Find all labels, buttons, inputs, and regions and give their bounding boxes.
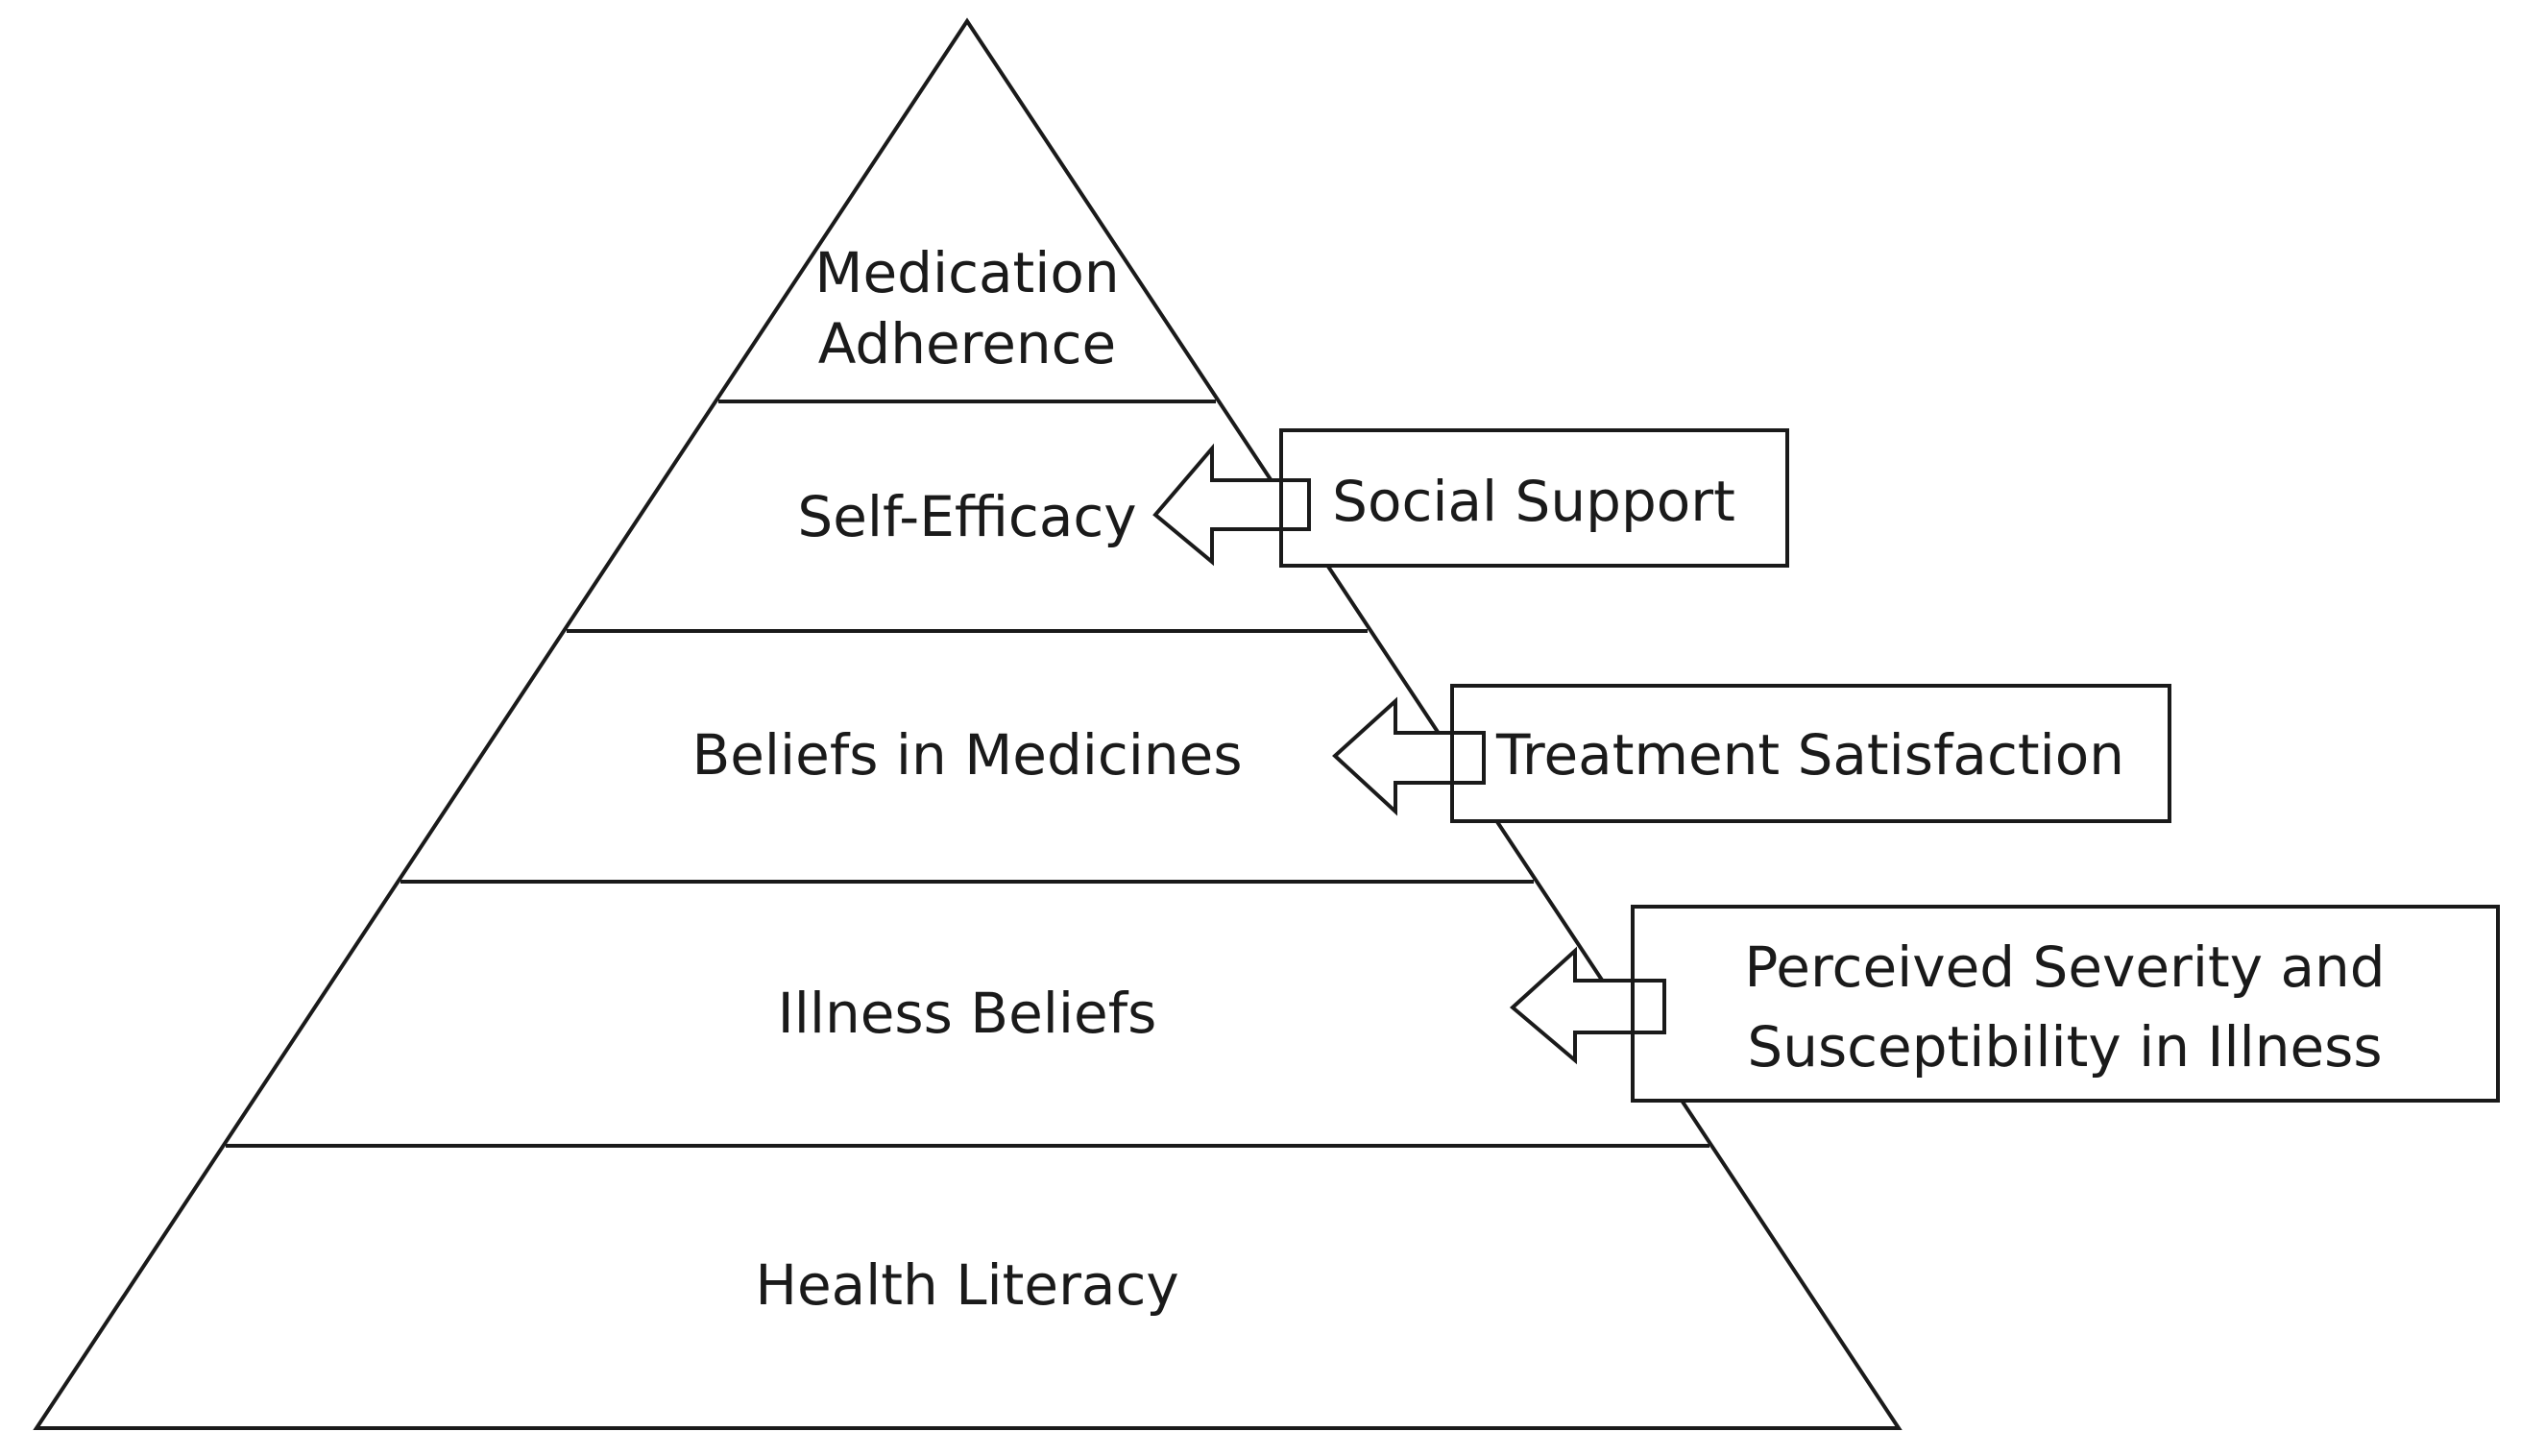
level-medication-adherence: Medication Adherence: [814, 240, 1119, 376]
influence-social-support: Social Support: [1152, 428, 1789, 568]
arrow-stem-edge: [1283, 478, 1311, 531]
influence-treatment-satisfaction: Treatment Satisfaction: [1332, 684, 2171, 823]
influence-label-line: Perceived Severity and: [1744, 934, 2385, 1000]
level-self-efficacy: Self-Efficacy: [797, 484, 1136, 549]
influence-label-line: Social Support: [1332, 469, 1735, 534]
level-label-line: Adherence: [818, 311, 1117, 376]
box-fill: [1635, 909, 2496, 1099]
level-illness-beliefs: Illness Beliefs: [778, 981, 1157, 1046]
box-fill: [1454, 688, 2168, 819]
arrow-stem-edge: [1635, 979, 1666, 1034]
influence-perceived-severity: Perceived Severity and Susceptibility in…: [1509, 905, 2500, 1103]
pyramid-outline: [33, 17, 1903, 1430]
influence-label-line: Susceptibility in Illness: [1747, 1014, 2382, 1080]
arrow-stem-edge: [1454, 731, 1486, 785]
level-label-line: Medication: [814, 240, 1119, 305]
level-beliefs-in-medicines: Beliefs in Medicines: [691, 722, 1242, 788]
influence-label-line: Treatment Satisfaction: [1495, 722, 2124, 788]
level-health-literacy: Health Literacy: [755, 1252, 1178, 1318]
box-fill: [1283, 432, 1785, 564]
